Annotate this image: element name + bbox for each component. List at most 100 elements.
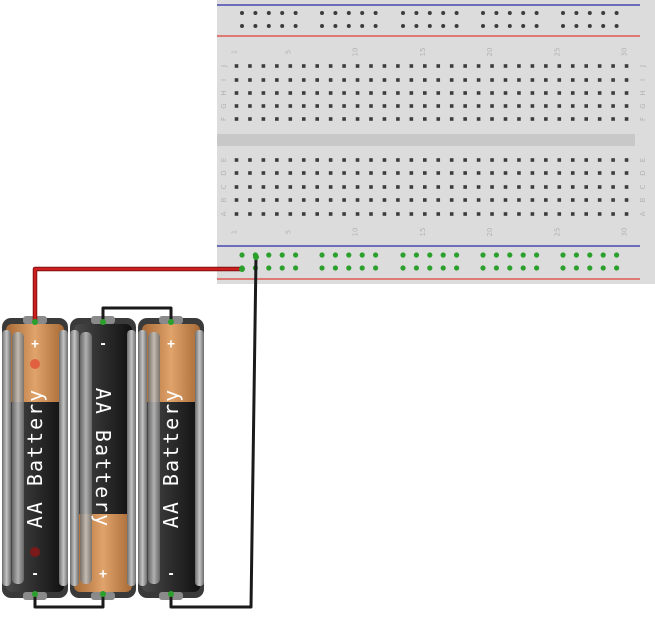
breadboard-hole bbox=[288, 117, 293, 121]
breadboard-hole bbox=[570, 198, 575, 202]
rail-hole bbox=[507, 24, 512, 28]
breadboard-hole bbox=[301, 104, 306, 108]
rail-hole bbox=[414, 11, 419, 15]
rail-hole bbox=[440, 252, 446, 258]
rail-hole bbox=[494, 24, 499, 28]
breadboard-hole bbox=[463, 117, 467, 121]
rail-hole bbox=[333, 11, 338, 15]
breadboard-hole bbox=[476, 185, 481, 189]
breadboard-hole bbox=[315, 171, 319, 175]
holder-clip-right bbox=[127, 330, 136, 586]
row-letter: F bbox=[639, 117, 647, 121]
breadboard-hole bbox=[530, 158, 535, 162]
breadboard-hole bbox=[423, 185, 427, 189]
breadboard-hole bbox=[382, 117, 387, 121]
breadboard-hole bbox=[544, 104, 548, 108]
wires bbox=[32, 254, 259, 609]
rail-hole bbox=[400, 252, 406, 258]
breadboard-hole bbox=[342, 185, 346, 189]
breadboard-hole bbox=[275, 185, 279, 189]
rail-hole bbox=[427, 11, 432, 15]
black-wire-end-rail bbox=[253, 254, 259, 260]
breadboard-hole bbox=[234, 158, 239, 162]
breadboard-hole bbox=[315, 104, 319, 108]
row-letter: B bbox=[639, 197, 647, 202]
rail-hole bbox=[401, 24, 405, 28]
breadboard-hole bbox=[597, 185, 602, 189]
breadboard-hole bbox=[436, 212, 441, 216]
rail-hole bbox=[560, 265, 566, 271]
rail-hole bbox=[493, 265, 499, 271]
breadboard-hole bbox=[611, 171, 615, 175]
breadboard-hole bbox=[436, 78, 441, 82]
rail-hole bbox=[614, 252, 620, 258]
rail-hole bbox=[427, 24, 432, 28]
breadboard-hole bbox=[382, 171, 387, 175]
breadboard-hole bbox=[436, 171, 441, 175]
breadboard-hole bbox=[355, 185, 360, 189]
black-wire-top-link bbox=[101, 306, 173, 322]
breadboard-hole bbox=[611, 198, 615, 202]
breadboard-hole bbox=[382, 198, 387, 202]
rail-hole bbox=[320, 24, 324, 28]
breadboard-hole bbox=[570, 78, 575, 82]
row-letter: H bbox=[220, 90, 228, 95]
holder-clip-right bbox=[59, 330, 68, 586]
breadboard-hole bbox=[423, 171, 427, 175]
breadboard-hole bbox=[570, 212, 575, 216]
breadboard-hole bbox=[301, 117, 306, 121]
breadboard-hole bbox=[624, 64, 629, 68]
rail-hole bbox=[521, 24, 526, 28]
breadboard-hole bbox=[248, 212, 252, 216]
breadboard-hole bbox=[328, 64, 333, 68]
breadboard-hole bbox=[288, 104, 293, 108]
rail-hole bbox=[494, 11, 499, 15]
rail-hole bbox=[534, 252, 540, 258]
breadboard-hole bbox=[557, 104, 562, 108]
rail-hole bbox=[319, 265, 325, 271]
rail-hole bbox=[520, 252, 526, 258]
breadboard-hole bbox=[261, 171, 266, 175]
breadboard-hole bbox=[624, 117, 629, 121]
breadboard-hole bbox=[423, 104, 427, 108]
breadboard-hole bbox=[503, 117, 508, 121]
breadboard-hole bbox=[396, 171, 400, 175]
breadboard-hole bbox=[490, 117, 494, 121]
breadboard-hole bbox=[503, 91, 508, 95]
breadboard-hole bbox=[597, 64, 602, 68]
breadboard-hole bbox=[624, 198, 629, 202]
breadboard-hole bbox=[530, 198, 535, 202]
breadboard-hole bbox=[476, 64, 481, 68]
row-letter: E bbox=[220, 158, 228, 162]
breadboard-hole bbox=[423, 64, 427, 68]
rail-hole bbox=[319, 252, 325, 258]
holder-clip-left bbox=[2, 330, 11, 586]
breadboard-hole bbox=[463, 78, 467, 82]
breadboard-hole bbox=[584, 117, 588, 121]
breadboard-hole bbox=[382, 185, 387, 189]
breadboard-hole bbox=[503, 104, 508, 108]
breadboard-hole bbox=[288, 171, 293, 175]
breadboard-hole bbox=[530, 185, 535, 189]
breadboard-hole bbox=[248, 104, 252, 108]
breadboard-hole bbox=[301, 64, 306, 68]
breadboard-hole bbox=[409, 158, 414, 162]
breadboard-hole bbox=[490, 198, 494, 202]
row-letter: I bbox=[220, 79, 228, 81]
row-letter: G bbox=[639, 103, 647, 108]
breadboard-hole bbox=[248, 64, 252, 68]
breadboard-hole bbox=[275, 171, 279, 175]
breadboard-hole bbox=[584, 171, 588, 175]
battery-label: AA Battery bbox=[159, 388, 183, 528]
breadboard-hole bbox=[449, 198, 454, 202]
breadboard-hole bbox=[557, 171, 562, 175]
breadboard-hole bbox=[463, 91, 467, 95]
breadboard-hole bbox=[503, 171, 508, 175]
breadboard-hole bbox=[557, 78, 562, 82]
rail-hole bbox=[266, 265, 272, 271]
battery-label: AA Battery bbox=[23, 388, 47, 528]
breadboard-hole bbox=[301, 171, 306, 175]
breadboard-hole bbox=[463, 185, 467, 189]
breadboard-hole bbox=[624, 78, 629, 82]
